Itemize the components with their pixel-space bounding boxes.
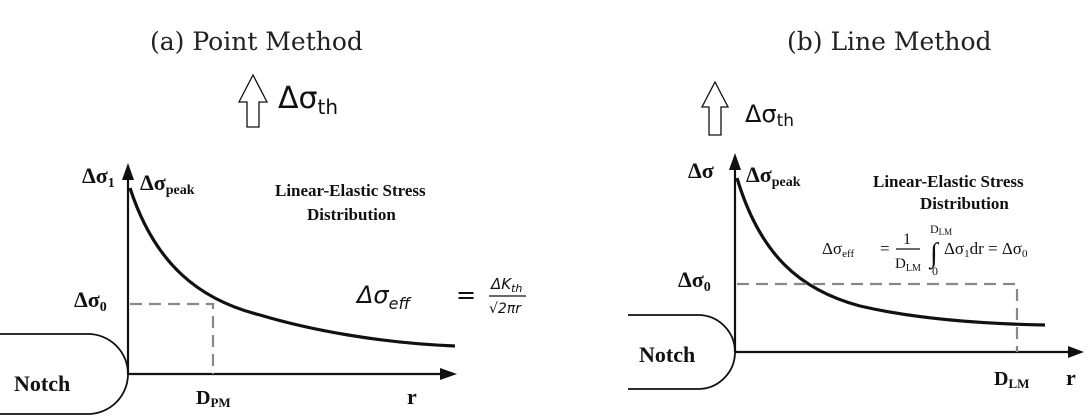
stress-curve bbox=[128, 187, 456, 348]
x-axis-arrowhead bbox=[440, 368, 457, 380]
distribution-caption-line2: Distribution bbox=[920, 194, 1009, 213]
distribution-caption-line1: Linear-Elastic Stress bbox=[275, 181, 426, 200]
y-axis-label: Δσ1 bbox=[82, 163, 115, 191]
reference-dashed-line bbox=[737, 282, 1019, 352]
panel-b-title: (b) Line Method bbox=[787, 27, 992, 56]
point-method-formula: Δσeff = ΔKth √2πr bbox=[355, 275, 526, 317]
svg-text:√2πr: √2πr bbox=[489, 301, 522, 317]
peak-label: Δσpeak bbox=[746, 162, 801, 190]
reference-dashed-line bbox=[130, 302, 215, 374]
y-axis-arrowhead bbox=[122, 163, 134, 180]
svg-text:DLM: DLM bbox=[895, 256, 921, 274]
distribution-caption-line2: Distribution bbox=[307, 205, 396, 224]
notch-label: Notch bbox=[639, 342, 695, 367]
distance-label: DPM bbox=[196, 387, 231, 410]
svg-text:Δσ1dr = Δσ0: Δσ1dr = Δσ0 bbox=[944, 239, 1028, 260]
threshold-arrow-icon bbox=[237, 73, 269, 128]
y-axis-arrowhead bbox=[729, 153, 741, 170]
svg-text:DLM: DLM bbox=[930, 222, 952, 237]
distance-label: DLM bbox=[994, 368, 1029, 391]
threshold-label: Δσth bbox=[745, 100, 794, 131]
svg-text:0: 0 bbox=[932, 264, 938, 278]
x-axis-label: r bbox=[1066, 365, 1076, 390]
peak-label: Δσpeak bbox=[140, 170, 195, 198]
notch-label: Notch bbox=[14, 371, 70, 396]
y-axis-label: Δσ bbox=[688, 158, 714, 183]
threshold-label: Δσth bbox=[278, 81, 338, 119]
svg-text:1: 1 bbox=[903, 231, 911, 248]
panel-a-title: (a) Point Method bbox=[150, 27, 363, 56]
sigma0-label: Δσ0 bbox=[74, 287, 107, 315]
svg-text:Δσeff: Δσeff bbox=[355, 281, 412, 313]
svg-text:Δσeff: Δσeff bbox=[822, 239, 854, 260]
svg-text:=: = bbox=[456, 281, 476, 309]
svg-text:∫: ∫ bbox=[928, 238, 940, 270]
x-axis-label: r bbox=[407, 384, 417, 409]
x-axis-arrowhead bbox=[1068, 346, 1084, 358]
panel-point-method: (a) Point Method Δσth Notch Δσ1 r DPM Δσ… bbox=[0, 27, 526, 415]
panel-line-method: (b) Line Method Δσth Notch Δσ r DLM Δσpe… bbox=[628, 27, 1084, 391]
svg-text:=: = bbox=[880, 239, 890, 258]
sigma0-label: Δσ0 bbox=[678, 267, 711, 295]
distribution-caption-line1: Linear-Elastic Stress bbox=[873, 172, 1024, 191]
threshold-arrow-icon bbox=[700, 80, 730, 136]
line-method-formula: Δσeff = 1 DLM ∫ DLM 0 Δσ1dr = Δσ0 bbox=[822, 222, 1028, 278]
svg-text:ΔKth: ΔKth bbox=[490, 275, 522, 295]
stress-curve bbox=[735, 177, 1046, 327]
